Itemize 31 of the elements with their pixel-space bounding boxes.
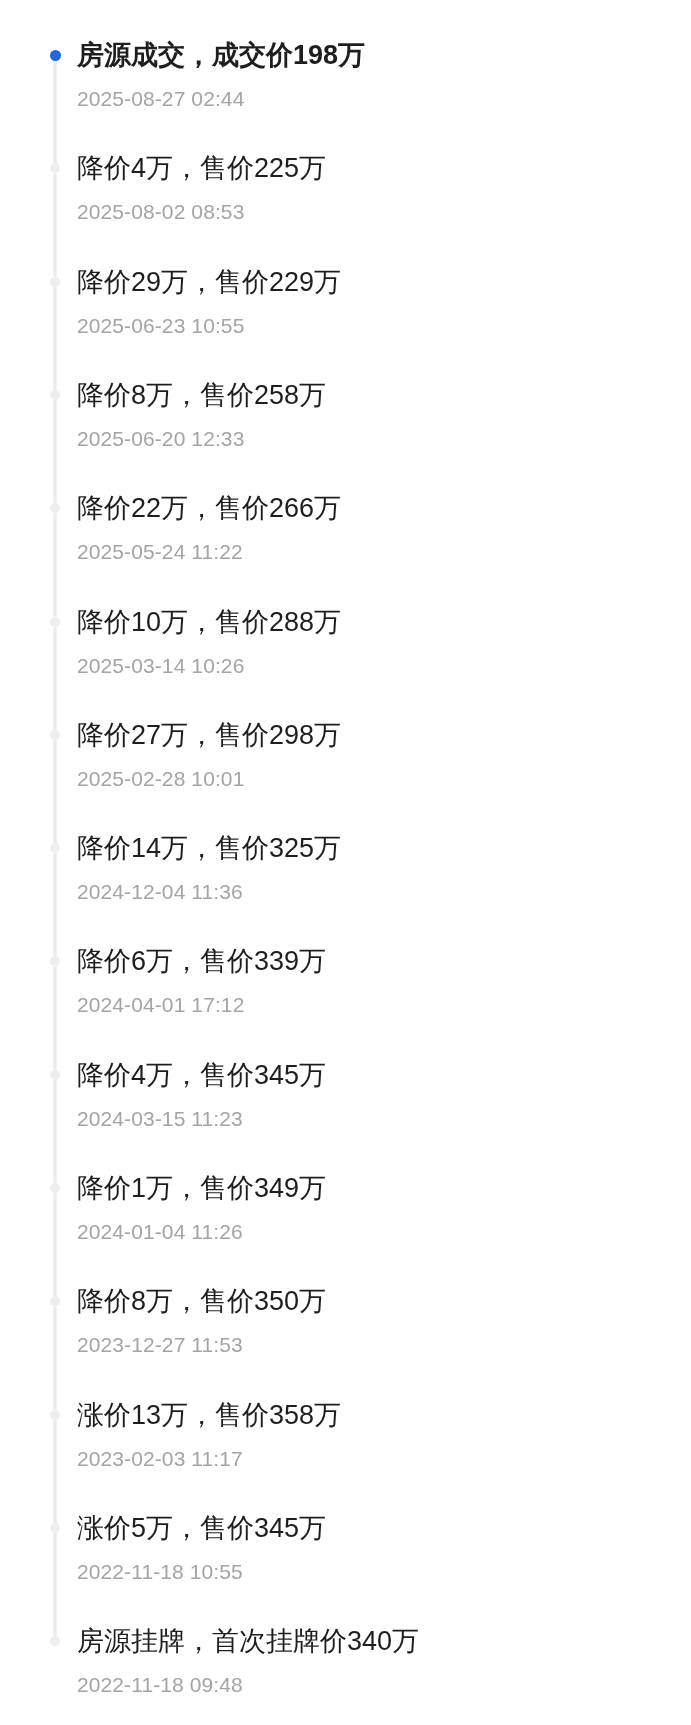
event-title: 房源成交，成交价198万: [77, 39, 366, 71]
event-title: 降价22万，售价266万: [77, 492, 342, 525]
timestamp: 2025-03-14 10:26: [77, 653, 245, 678]
timestamp: 2022-11-18 09:48: [77, 1673, 243, 1698]
event-title: 降价1万，售价349万: [77, 1172, 327, 1204]
event-title: 降价29万，售价229万: [77, 265, 342, 298]
timestamp: 2022-11-18 10:55: [77, 1559, 243, 1584]
event-title: 降价14万，售价325万: [77, 832, 342, 865]
timestamp: 2025-06-23 10:55: [77, 313, 245, 338]
timestamp: 2025-08-27 02:44: [77, 87, 245, 111]
timestamp: 2024-04-01 17:12: [77, 993, 245, 1018]
timeline-dot: [49, 49, 61, 61]
event-title: 房源挂牌，首次挂牌价340万: [77, 1625, 420, 1658]
event-title: 降价8万，售价258万: [77, 378, 327, 411]
timestamp: 2025-08-02 08:53: [77, 200, 245, 225]
timestamp: 2024-12-04 11:36: [77, 880, 243, 905]
event-title: 降价27万，售价298万: [77, 718, 342, 751]
timestamp: 2023-02-03 11:17: [77, 1446, 243, 1471]
timestamp: 2025-02-28 10:01: [77, 766, 245, 791]
timestamp: 2024-01-04 11:26: [77, 1220, 243, 1244]
timestamp: 2024-03-15 11:23: [77, 1106, 243, 1131]
event-title: 降价6万，售价339万: [77, 945, 327, 978]
event-title: 降价4万，售价345万: [77, 1058, 327, 1091]
timestamp: 2023-12-27 11:53: [77, 1333, 243, 1358]
event-title: 降价4万，售价225万: [77, 152, 327, 185]
timestamp: 2025-05-24 11:22: [77, 540, 243, 565]
event-title: 涨价5万，售价345万: [77, 1511, 327, 1544]
event-title: 降价10万，售价288万: [77, 605, 342, 638]
event-title: 涨价13万，售价358万: [77, 1398, 342, 1431]
timestamp: 2025-06-20 12:33: [77, 426, 245, 451]
event-title: 降价8万，售价350万: [77, 1285, 327, 1318]
